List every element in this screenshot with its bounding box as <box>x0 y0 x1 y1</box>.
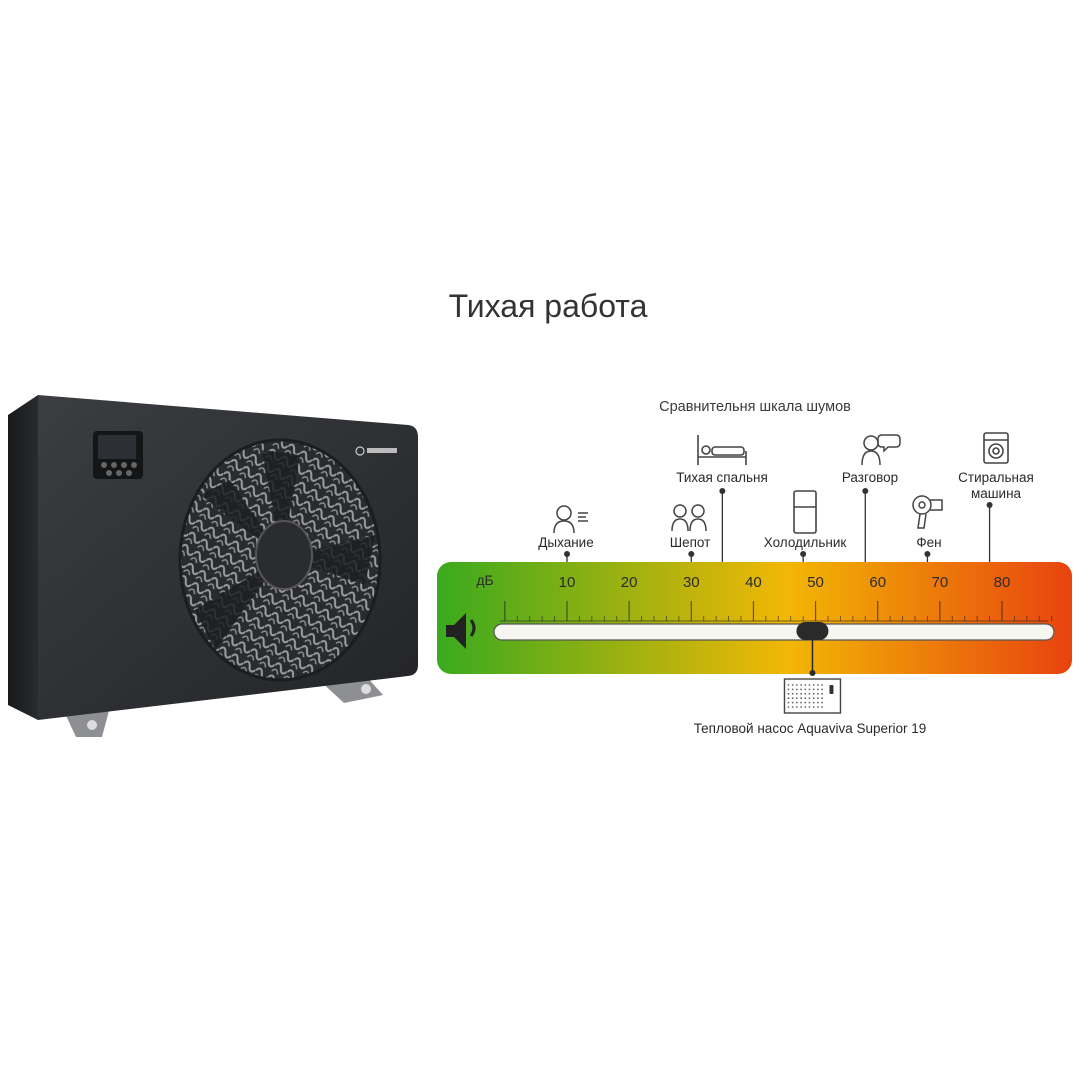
grille-dot <box>800 688 802 691</box>
grille-dot <box>795 688 798 691</box>
grille-dot <box>804 701 807 704</box>
label-whisper: Шепот <box>669 535 711 550</box>
grille-dot <box>812 684 815 686</box>
talking-person-icon <box>861 434 901 466</box>
grille-dot <box>787 701 790 704</box>
hairdryer-icon <box>912 495 943 529</box>
grille-dot <box>791 688 794 691</box>
grille-dot <box>800 701 802 704</box>
unit-label: дБ <box>476 572 493 588</box>
scale-caption: Сравнительня шкала шумов <box>659 399 851 415</box>
noise-scale: дБ 10 20 30 40 50 60 70 80 <box>437 432 1072 714</box>
heat-pump-icon <box>783 678 842 714</box>
connector-dot <box>924 551 931 557</box>
grille-dot <box>791 697 794 700</box>
washing-machine-icon <box>983 432 1009 464</box>
label-quiet-bedroom: Тихая спальня <box>676 470 768 485</box>
grille-dot <box>816 701 819 704</box>
grille-dot <box>800 697 802 700</box>
grille-dot <box>800 692 802 695</box>
grille-dot <box>795 692 798 695</box>
grille-dot <box>812 692 815 695</box>
speaker-icon <box>446 613 476 649</box>
grille-dot <box>787 697 790 700</box>
grille-dot <box>787 706 790 708</box>
grille-dot <box>795 706 798 708</box>
connector-dot <box>800 551 807 557</box>
tick-label-10: 10 <box>559 574 576 591</box>
grille-dot <box>821 684 823 686</box>
label-talk: Разговор <box>841 470 899 485</box>
grille-dot <box>795 684 798 686</box>
grille-dot <box>812 706 815 708</box>
grille-dot <box>804 697 807 700</box>
bed-icon <box>697 435 747 465</box>
grille-dot <box>804 706 807 708</box>
connector-dot <box>986 502 993 508</box>
whispering-people-icon <box>671 504 707 532</box>
slider-marker <box>796 622 829 640</box>
grille-dot <box>816 692 819 695</box>
label-washing-machine: Стиральная машина <box>958 470 1034 501</box>
grille-dot <box>804 684 807 686</box>
tick-label-60: 60 <box>869 574 886 591</box>
fridge-icon <box>793 490 817 534</box>
connector-dot <box>862 488 869 494</box>
grille-dot <box>816 706 819 708</box>
grille-dot <box>795 701 798 704</box>
grille-dot <box>808 684 811 686</box>
grille-dot <box>821 688 823 691</box>
grille-dot <box>800 684 802 686</box>
grille-dot <box>808 692 811 695</box>
grille-dot <box>821 692 823 695</box>
label-breathing: Дыхание <box>538 535 594 550</box>
grille-dot <box>787 692 790 695</box>
tick-label-20: 20 <box>621 574 638 591</box>
tick-label-70: 70 <box>932 574 949 591</box>
page-title: Тихая работа <box>448 288 648 324</box>
grille-dot <box>821 701 823 704</box>
grille-dot <box>808 688 811 691</box>
grille-dot <box>791 706 794 708</box>
grille-dot <box>791 701 794 704</box>
grille-dot <box>800 706 802 708</box>
grille-dot <box>808 701 811 704</box>
grille-dot <box>791 684 794 686</box>
marker-dot <box>809 670 816 676</box>
grille-dot <box>787 684 790 686</box>
tick-labels: 10 20 30 40 50 60 70 80 <box>559 574 1011 591</box>
grille-dot <box>816 684 819 686</box>
grille-dot <box>816 697 819 700</box>
tick-label-80: 80 <box>994 574 1011 591</box>
grille-dot <box>821 706 823 708</box>
connector-dot <box>564 551 570 557</box>
grille-dot <box>804 692 807 695</box>
label-fridge: Холодильник <box>763 535 847 550</box>
tick-label-30: 30 <box>683 574 700 591</box>
grille-dot <box>808 706 811 708</box>
grille-dot <box>795 697 798 700</box>
breathing-person-icon <box>553 505 588 534</box>
grille-dot <box>821 697 823 700</box>
grille-dot <box>808 697 811 700</box>
grille-dot <box>791 692 794 695</box>
connector-dot <box>688 551 695 557</box>
grille-dot <box>812 688 815 691</box>
label-hairdryer: Фен <box>916 535 942 550</box>
grille-dot <box>812 697 815 700</box>
slider-track <box>493 623 1055 641</box>
connector-dot <box>719 488 726 494</box>
tick-marks <box>504 601 1053 621</box>
grille-dot <box>804 688 807 691</box>
grille-dot <box>812 701 815 704</box>
heat-pump-image <box>8 395 418 737</box>
tick-label-40: 40 <box>745 574 762 591</box>
grille-dot <box>787 688 790 691</box>
tick-label-50: 50 <box>807 574 824 591</box>
grille-dot <box>816 688 819 691</box>
gradient-bar <box>437 562 1072 674</box>
product-label: Тепловой насос Aquaviva Superior 19 <box>693 721 927 736</box>
